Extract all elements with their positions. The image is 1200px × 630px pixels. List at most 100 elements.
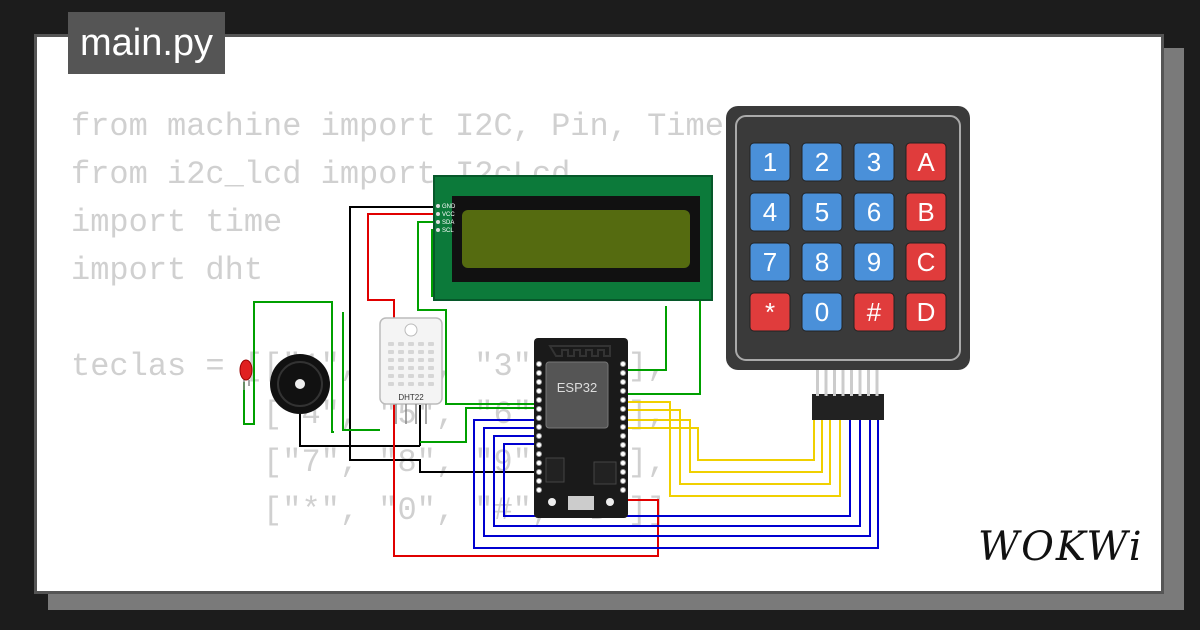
keypad-pin <box>824 370 828 396</box>
dht-vent <box>398 374 404 378</box>
keypad-key-label: 5 <box>815 197 829 227</box>
keypad-key[interactable]: 7 <box>749 242 791 282</box>
lcd-display[interactable]: GND VCC SDA SCL <box>433 175 713 301</box>
keypad-key[interactable]: 3 <box>853 142 895 182</box>
keypad-connector <box>812 370 884 420</box>
red-led[interactable] <box>239 359 253 390</box>
dht-vent <box>398 366 404 370</box>
wire-blue-4 <box>503 418 851 517</box>
dht-vent <box>428 366 434 370</box>
dht-vent <box>388 366 394 370</box>
keypad-key-label: 2 <box>815 147 829 177</box>
esp32-pin-left <box>536 379 542 385</box>
keypad-key[interactable]: A <box>905 142 947 182</box>
dht-label: DHT22 <box>398 393 424 402</box>
keypad-key-label: # <box>867 297 882 327</box>
keypad-pin <box>858 370 862 396</box>
esp32-pin-left <box>536 370 542 376</box>
wire-green-esp-left <box>420 407 540 443</box>
esp32-board[interactable]: ESP32 <box>534 338 628 518</box>
dht-vent <box>418 350 424 354</box>
dht-vent <box>408 358 414 362</box>
keypad-key[interactable]: 4 <box>749 192 791 232</box>
esp32-pin-left <box>536 451 542 457</box>
keypad-key[interactable]: * <box>749 292 791 332</box>
esp32-pin-right <box>620 361 626 367</box>
esp32-pin-left <box>536 361 542 367</box>
keypad-pin <box>850 370 853 396</box>
wire-black-gnd <box>349 206 540 473</box>
esp32-module <box>545 361 609 429</box>
keypad-key[interactable]: C <box>905 242 947 282</box>
esp32-pin-left <box>536 460 542 466</box>
lcd-screen <box>462 210 690 268</box>
wokwi-logo: WOKWi <box>978 524 1144 570</box>
wire-green-dht <box>342 312 380 431</box>
esp32-pin-right <box>620 424 626 430</box>
wire-yellow-2 <box>626 409 831 485</box>
esp32-pin-right <box>620 397 626 403</box>
dht22-sensor[interactable]: DHT22 <box>379 317 443 424</box>
keypad-pin <box>875 370 879 396</box>
lcd-pin-scl: SCL <box>442 228 454 234</box>
dht-vent <box>408 366 414 370</box>
esp32-regulator <box>545 457 565 483</box>
keypad-key[interactable]: D <box>905 292 947 332</box>
esp32-pin-left <box>536 478 542 484</box>
dht-vent <box>398 382 404 386</box>
esp32-pin-left <box>536 433 542 439</box>
keypad-key[interactable]: 6 <box>853 192 895 232</box>
esp32-pin-right <box>620 469 626 475</box>
dht-vents <box>388 342 434 386</box>
keypad-key[interactable]: 5 <box>801 192 843 232</box>
keypad-key[interactable]: 9 <box>853 242 895 282</box>
esp32-pin-right <box>620 451 626 457</box>
esp32-en-button[interactable] <box>606 498 614 506</box>
code-line: import time <box>71 204 283 241</box>
keypad-key-label: 4 <box>763 197 777 227</box>
keypad-key-label: A <box>917 147 935 177</box>
dht-vent <box>428 342 434 346</box>
esp32-pin-right <box>620 379 626 385</box>
keypad-key[interactable]: 2 <box>801 142 843 182</box>
dht-vent <box>398 342 404 346</box>
dht-vent <box>408 350 414 354</box>
esp32-boot-button[interactable] <box>548 498 556 506</box>
keypad-pin <box>867 370 870 396</box>
keypad-key[interactable]: B <box>905 192 947 232</box>
esp32-antenna <box>548 345 611 357</box>
lcd-pin-gnd: GND <box>442 204 456 210</box>
esp32-pin-left <box>536 397 542 403</box>
wire-yellow-1 <box>626 401 841 497</box>
esp32-label: ESP32 <box>557 380 597 395</box>
dht-vent <box>408 382 414 386</box>
dht-vent <box>408 342 414 346</box>
esp32-pin-right <box>620 370 626 376</box>
keypad-key-label: 3 <box>867 147 881 177</box>
keypad-key[interactable]: 0 <box>801 292 843 332</box>
keypad-key-label: 9 <box>867 247 881 277</box>
keypad-key-label: D <box>917 297 936 327</box>
keypad-key[interactable]: # <box>853 292 895 332</box>
keypad-pin <box>816 370 819 396</box>
code-line: import dht <box>71 252 264 289</box>
wire-blue-3 <box>493 418 861 527</box>
wire-green-esp-lcd2 <box>626 300 701 395</box>
wire-green-led <box>243 301 334 433</box>
dht-vent <box>388 374 394 378</box>
keypad-key-label: 1 <box>763 147 777 177</box>
keypad-key-label: 7 <box>763 247 777 277</box>
buzzer[interactable] <box>270 354 330 414</box>
dht-vent <box>418 358 424 362</box>
wire-red-vcc <box>367 213 659 557</box>
usb-port[interactable] <box>568 496 594 510</box>
esp32-pin-left <box>536 442 542 448</box>
lcd-pin-sda: SDA <box>442 220 454 226</box>
file-tab[interactable]: main.py <box>68 12 226 74</box>
keypad-key[interactable]: 8 <box>801 242 843 282</box>
keypad-key[interactable]: 1 <box>749 142 791 182</box>
keypad-key-label: C <box>917 247 936 277</box>
